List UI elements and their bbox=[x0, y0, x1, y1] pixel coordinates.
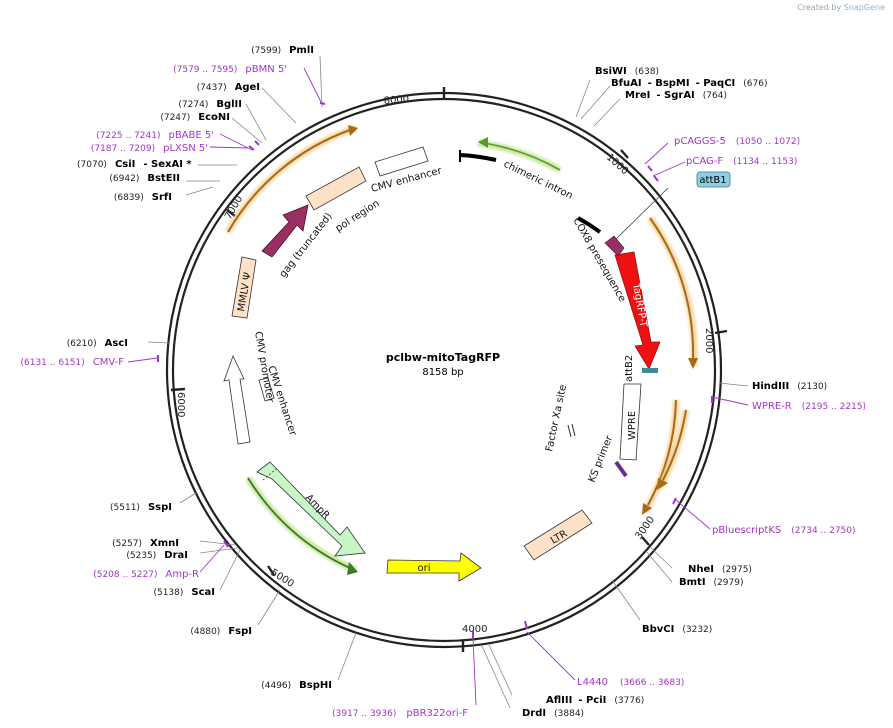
site-leaders bbox=[147, 55, 749, 709]
site-bsphi[interactable]: (4496)BspHI bbox=[261, 680, 332, 691]
site-agei[interactable]: (7437)AgeI bbox=[197, 82, 260, 93]
site-nhei[interactable]: NheI(2975) bbox=[688, 564, 752, 575]
attb1-box[interactable] bbox=[696, 171, 731, 188]
feature-label-wpre: WPRE bbox=[627, 411, 638, 440]
site-mrei[interactable]: MreI- SgrAI(764) bbox=[625, 90, 727, 101]
tick-label-8000: 8000 bbox=[383, 94, 409, 107]
feature-label-ks-primer: KS primer bbox=[587, 433, 616, 484]
tick-label-2000: 2000 bbox=[703, 328, 714, 353]
site-bsteii[interactable]: (6942)BstEII bbox=[109, 173, 180, 184]
site-econi[interactable]: (7247)EcoNI bbox=[160, 112, 230, 123]
primer-amp-r[interactable]: (5208 .. 5227)Amp-R bbox=[93, 569, 199, 580]
feature-arrow-orange-2[interactable] bbox=[647, 399, 677, 506]
plasmid-size: 8158 bp bbox=[422, 367, 463, 378]
feature-mmlv-psi[interactable] bbox=[231, 256, 257, 319]
feature-arrow-chimeric-intron[interactable] bbox=[483, 142, 561, 171]
tick-marks bbox=[170, 87, 728, 652]
primer-pbluescriptks[interactable]: pBluescriptKS(2734 .. 2750) bbox=[712, 525, 856, 536]
site-bsiwi[interactable]: BsiWI(638) bbox=[595, 66, 659, 77]
feature-label-attb2: attB2 bbox=[624, 355, 635, 382]
snapgene-credit: Created by SnapGene bbox=[797, 3, 885, 12]
site-scai[interactable]: (5138)ScaI bbox=[153, 587, 215, 598]
site-afliii[interactable]: AflIII- PciI(3776) bbox=[546, 695, 644, 706]
plasmid-name: pclbw-mitoTagRFP bbox=[386, 351, 500, 364]
site-csii[interactable]: (7070)CsiI- SexAI * bbox=[77, 159, 192, 170]
primer-l4440[interactable]: L4440(3666 .. 3683) bbox=[577, 677, 684, 688]
intron-black-bar bbox=[459, 153, 497, 162]
site-bglii[interactable]: (7274)BglII bbox=[178, 99, 242, 110]
feature-cmv-promoter[interactable] bbox=[223, 354, 251, 445]
site-sspi[interactable]: (5511)SspI bbox=[110, 502, 172, 513]
primer-ticks bbox=[157, 102, 713, 638]
primer-cmv-f[interactable]: (6131 .. 6151)CMV-F bbox=[20, 357, 124, 368]
feature-tagrfp-t[interactable] bbox=[614, 251, 661, 370]
primer-pbmn-5[interactable]: (7579 .. 7595)pBMN 5' bbox=[173, 64, 287, 75]
site-asci[interactable]: (6210)AscI bbox=[67, 338, 128, 349]
feature-label-factor-xa: Factor Xa site bbox=[544, 384, 569, 453]
primer-plxsn-5[interactable]: (7187 .. 7209)pLXSN 5' bbox=[91, 143, 208, 154]
chimeric-intron-arrowhead bbox=[478, 137, 488, 148]
primer-wpre-r[interactable]: WPRE-R(2195 .. 2215) bbox=[752, 401, 866, 412]
feature-ltr[interactable] bbox=[523, 509, 593, 561]
site-fspi[interactable]: (4880)FspI bbox=[190, 626, 252, 637]
feature-gag-truncated[interactable] bbox=[261, 204, 309, 258]
feature-ori[interactable] bbox=[386, 552, 482, 582]
feature-cmv-enhancer-left[interactable] bbox=[258, 377, 275, 402]
tick-label-4000: 4000 bbox=[462, 624, 487, 635]
feature-ampr[interactable] bbox=[256, 461, 366, 557]
tick-label-3000: 3000 bbox=[633, 515, 657, 542]
site-bbvci[interactable]: BbvCI(3232) bbox=[642, 624, 712, 635]
feature-wpre[interactable] bbox=[619, 383, 642, 461]
attb1-label: attB1 bbox=[699, 175, 726, 186]
site-srfi[interactable]: (6839)SrfI bbox=[114, 192, 172, 203]
primer-pbabe-5[interactable]: (7225 .. 7241)pBABE 5' bbox=[96, 130, 214, 141]
feature-label-pol: pol region bbox=[334, 198, 382, 234]
feature-arrow-orange-left[interactable] bbox=[227, 129, 351, 233]
site-drai[interactable]: (5235)DraI bbox=[126, 550, 188, 561]
feature-cox8-presequence[interactable] bbox=[604, 235, 625, 257]
primer-pcag-f[interactable]: pCAG-F(1134 .. 1153) bbox=[686, 156, 797, 167]
primer-leaders bbox=[127, 67, 749, 706]
feature-label-ori: ori bbox=[417, 563, 430, 574]
site-bfuai[interactable]: BfuAI- BspMI- PaqCI(676) bbox=[611, 78, 767, 89]
credit-prefix: Created by bbox=[797, 3, 842, 12]
feature-factor-xa bbox=[567, 424, 572, 438]
primer-pbr322ori-f[interactable]: (3917 .. 3936)pBR322ori-F bbox=[332, 708, 468, 719]
credit-brand: SnapGene bbox=[843, 3, 885, 12]
feature-pol-region[interactable] bbox=[305, 166, 367, 211]
site-xmni[interactable]: (5257)XmnI bbox=[112, 538, 179, 549]
feature-label-chimeric-intron: chimeric intron bbox=[502, 159, 575, 202]
primer-pcaggs-5[interactable]: pCAGGS-5(1050 .. 1072) bbox=[674, 136, 800, 147]
feature-ks-primer[interactable] bbox=[614, 460, 628, 478]
feature-attb2-mark bbox=[642, 368, 658, 373]
site-pmli[interactable]: (7599)PmlI bbox=[251, 45, 314, 56]
feature-label-gag: gag (truncated) bbox=[278, 211, 335, 280]
tick-label-6000: 6000 bbox=[175, 392, 186, 417]
feature-arrow-orange-1[interactable] bbox=[649, 217, 695, 359]
site-drdi[interactable]: DrdI(3884) bbox=[522, 708, 584, 719]
site-bmti[interactable]: BmtI(2979) bbox=[679, 577, 743, 588]
feature-arrow-orange-3[interactable] bbox=[662, 409, 687, 481]
feature-arrow-ampr-ring[interactable] bbox=[247, 477, 351, 569]
site-hindiii[interactable]: HindIII(2130) bbox=[752, 381, 827, 392]
feature-cmv-enhancer-top[interactable] bbox=[374, 146, 429, 177]
